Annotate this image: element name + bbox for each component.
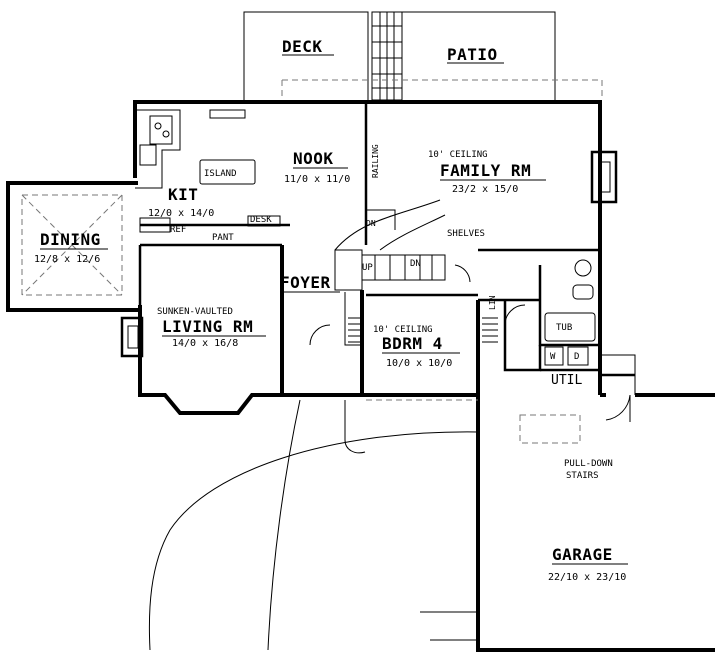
stair-up-label: UP [362,263,373,273]
living-dims: 14/0 x 16/8 [172,338,238,349]
shelves-label: SHELVES [447,229,485,239]
living-label: LIVING RM [162,317,253,336]
bath-fixtures [544,259,596,366]
nook-label: NOOK [293,149,334,168]
foyer-label: FOYER [280,273,331,292]
dining-label: DINING [40,230,101,249]
garage-label: GARAGE [552,545,613,564]
dining-dims: 12/8 x 12/6 [34,254,100,265]
doors [309,264,631,422]
tub-label: TUB [556,323,572,333]
stair-dn-label-1: DN [366,219,376,228]
driveway-lines [148,399,479,651]
linen-label: LIN [488,295,497,310]
deck-label: DECK [282,37,323,56]
family-ceiling-note: 10' CEILING [428,150,488,160]
family-dims: 23/2 x 15/0 [452,184,518,195]
desk-label: DESK [250,215,272,225]
patio-outline [281,11,603,100]
pulldown-label-1: PULL-DOWN [564,459,613,469]
nook-dims: 11/0 x 11/0 [284,174,350,185]
washer-label: W [550,352,556,362]
garage-dims: 22/10 x 23/10 [548,572,626,583]
util-label: UTIL [551,373,582,388]
interior-walls [138,102,636,395]
dashed-outlines [21,194,581,444]
family-label: FAMILY RM [440,161,531,180]
ref-label: REF [170,225,186,235]
stair-dn-label-2: DN [410,259,421,269]
stairs [334,199,498,346]
bdrm4-dims: 10/0 x 10/0 [386,358,452,369]
pant-label: PANT [212,233,234,243]
label-underlines [40,54,628,565]
patio-label: PATIO [447,45,498,64]
living-note: SUNKEN-VAULTED [157,307,233,317]
railing-label: RAILING [371,144,380,178]
exterior-walls [6,100,715,652]
kitchen-counters [135,109,281,233]
fireplaces [120,150,618,358]
bdrm4-ceiling-note: 10' CEILING [373,325,433,335]
bdrm4-label: BDRM 4 [382,334,443,353]
dryer-label: D [574,352,579,362]
pulldown-label-2: STAIRS [566,471,599,481]
deck-outline [243,11,403,101]
kitchen-dims: 12/0 x 14/0 [148,208,214,219]
island-label: ISLAND [204,169,237,179]
kitchen-label: KIT [168,185,198,204]
